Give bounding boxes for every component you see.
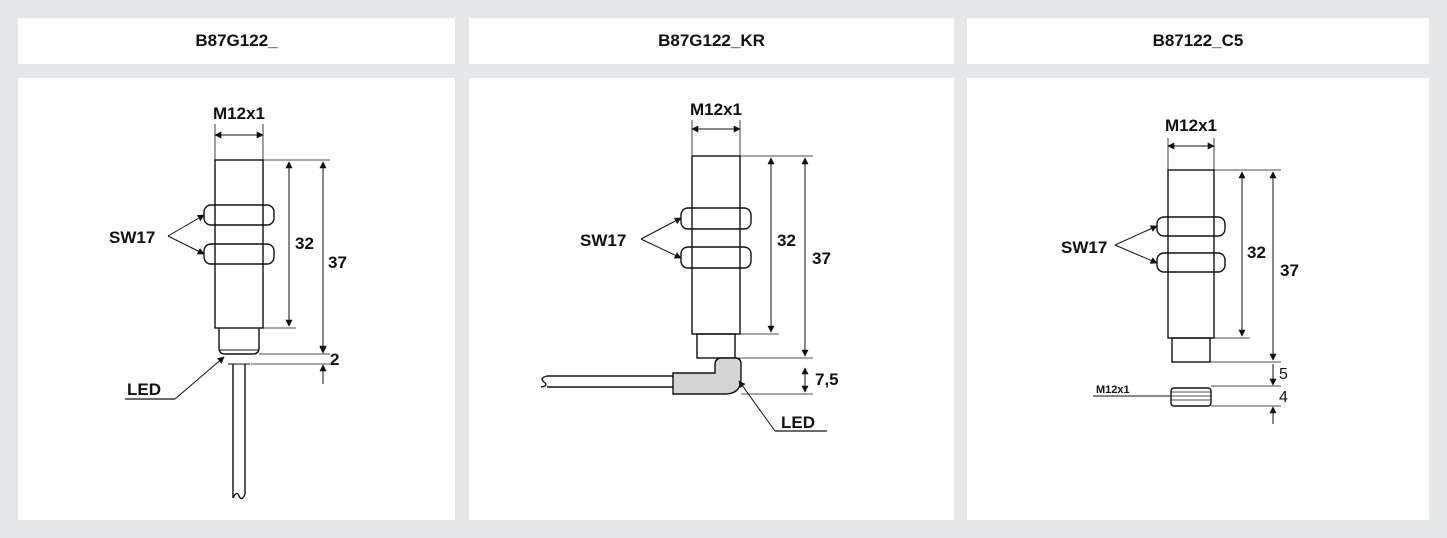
sensor-body [1167, 169, 1215, 339]
panel-1-header: B87G122_ [18, 18, 455, 64]
panel-2-drawing: M12x1 SW17 32 37 7,5 LED [469, 78, 954, 520]
wrench-label: SW17 [1061, 238, 1107, 257]
nut-lower [1156, 252, 1226, 273]
panel-1-drawing: M12x1 SW17 32 37 2 LED [18, 78, 455, 520]
led-label: LED [127, 380, 161, 399]
dim-37-label: 37 [328, 253, 347, 272]
thread-label: M12x1 [690, 100, 742, 119]
sensor-body [691, 155, 741, 335]
dim-4-label: 4 [1279, 389, 1288, 406]
panel-1-title: B87G122_ [195, 31, 278, 50]
dim-32-label: 32 [777, 231, 796, 250]
sensor-drawing-3: M12x1 SW17 32 37 5 4 M12x1 [1061, 116, 1299, 424]
dim-2-label: 2 [330, 350, 339, 369]
dim-5-label: 5 [1279, 366, 1288, 383]
dim-37-label: 37 [1280, 261, 1299, 280]
wrench-label: SW17 [109, 228, 155, 247]
connector-thread-label: M12x1 [1096, 384, 1130, 396]
panel-3-drawing: M12x1 SW17 32 37 5 4 M12x1 [967, 78, 1429, 520]
dim-7-5-label: 7,5 [815, 370, 839, 389]
panel-2-title: B87G122_KR [658, 31, 765, 50]
dim-32-label: 32 [295, 234, 314, 253]
dim-37-label: 37 [812, 249, 831, 268]
panel-2-header: B87G122_KR [469, 18, 954, 64]
nut-upper [1156, 216, 1226, 237]
dim-32-label: 32 [1247, 243, 1266, 262]
thread-label: M12x1 [1165, 116, 1217, 135]
panel-3-header: B87122_C5 [967, 18, 1429, 64]
sensor-drawing-2: M12x1 SW17 32 37 7,5 LED [540, 100, 839, 432]
led-label: LED [781, 413, 815, 432]
thread-label: M12x1 [213, 104, 265, 123]
wrench-label: SW17 [580, 231, 626, 250]
panel-3-title: B87122_C5 [1152, 31, 1244, 50]
sensor-drawing-1: M12x1 SW17 32 37 2 LED [109, 104, 347, 500]
